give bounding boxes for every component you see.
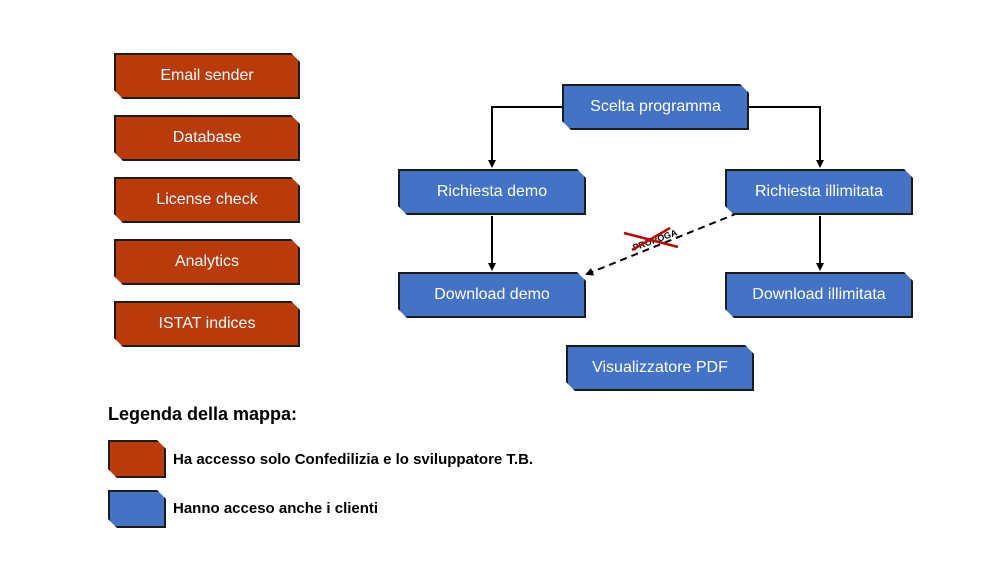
connector-scelta-to-richiesta-demo <box>488 106 563 168</box>
module-label: ISTAT indices <box>158 315 256 332</box>
proroga-cancel-mark-2 <box>631 226 671 252</box>
module-label: Email sender <box>160 67 254 84</box>
legend-text-restricted: Ha accesso solo Confedilizia e lo svilup… <box>173 451 534 468</box>
node-label: Download illimitata <box>752 286 886 303</box>
connector-proroga-dashed <box>585 212 739 276</box>
module-istat-indices: ISTAT indices <box>114 301 300 347</box>
node-visualizzatore-pdf: Visualizzatore PDF <box>566 345 754 391</box>
legend-swatch-client <box>108 490 166 528</box>
node-label: Download demo <box>434 286 550 303</box>
node-download-demo: Download demo <box>398 272 586 318</box>
module-analytics: Analytics <box>114 239 300 285</box>
module-email-sender: Email sender <box>114 53 300 99</box>
node-richiesta-demo: Richiesta demo <box>398 169 586 215</box>
node-richiesta-illimitata: Richiesta illimitata <box>725 169 913 215</box>
module-label: Database <box>172 129 242 146</box>
module-label: License check <box>156 191 258 208</box>
node-download-illimitata: Download illimitata <box>725 272 913 318</box>
module-license-check: License check <box>114 177 300 223</box>
node-label: Richiesta illimitata <box>754 183 884 200</box>
node-scelta-programma: Scelta programma <box>562 84 749 130</box>
module-label: Analytics <box>174 253 240 270</box>
module-database: Database <box>114 115 300 161</box>
legend-title: Legenda della mappa: <box>108 404 298 424</box>
legend-swatch-restricted <box>108 440 166 478</box>
connector-scelta-to-richiesta-illimitata <box>748 106 824 168</box>
node-label: Scelta programma <box>590 98 721 115</box>
legend-text-client: Hanno acceso anche i clienti <box>173 500 379 517</box>
node-label: Visualizzatore PDF <box>592 359 728 376</box>
node-label: Richiesta demo <box>436 183 548 200</box>
